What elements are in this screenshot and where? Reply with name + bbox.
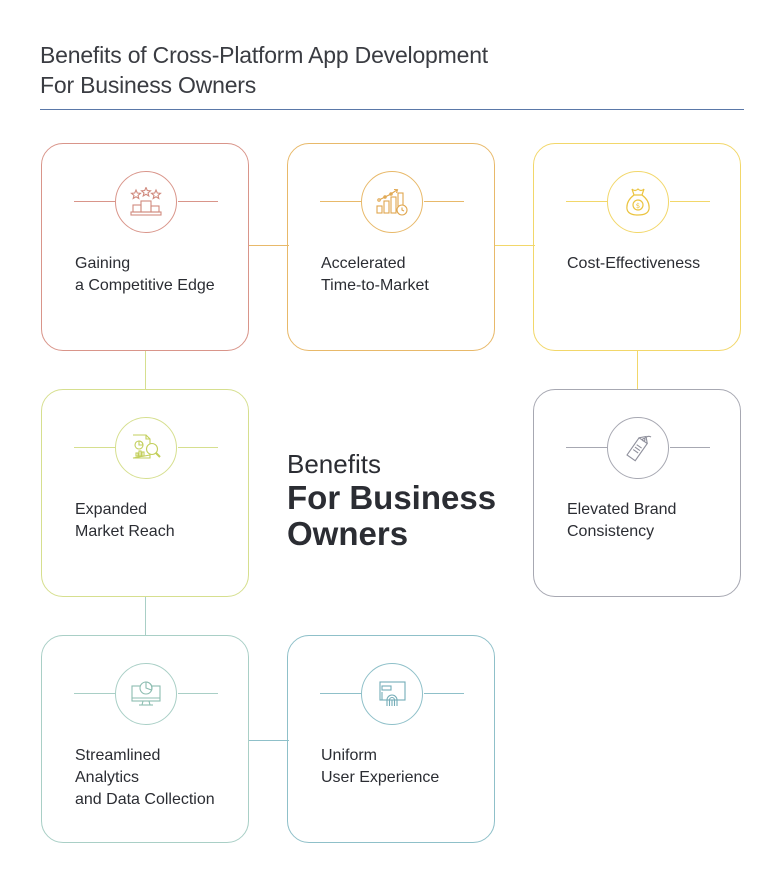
card-brand-consistency: Elevated Brand Consistency: [533, 389, 741, 597]
card-label: Accelerated Time-to-Market: [321, 255, 429, 294]
decor-line: [178, 693, 218, 695]
card-label: Elevated Brand Consistency: [567, 501, 677, 540]
card-competitive-edge: Gaining a Competitive Edge: [41, 143, 249, 351]
page-title: Benefits of Cross-Platform App Developme…: [40, 40, 488, 100]
title-line-1: Benefits of Cross-Platform App Developme…: [40, 42, 488, 68]
money-bag-icon: $: [607, 171, 669, 233]
decor-line: [424, 201, 464, 203]
monitor-pie-chart-icon: [115, 663, 177, 725]
decor-line: [178, 201, 218, 203]
connector-2-3: [495, 245, 535, 247]
card-analytics: Streamlined Analytics and Data Collectio…: [41, 635, 249, 843]
decor-line: [178, 447, 218, 449]
growth-chart-clock-icon: [361, 171, 423, 233]
center-heading-line-3: Owners: [287, 515, 409, 552]
touch-screen-icon: [361, 663, 423, 725]
card-label: Cost-Effectiveness: [567, 255, 701, 272]
decor-line: [424, 693, 464, 695]
connector-3-5: [637, 351, 639, 390]
card-label: Streamlined Analytics and Data Collectio…: [75, 747, 215, 808]
decor-line: [74, 201, 116, 203]
report-magnifier-icon: [115, 417, 177, 479]
connector-1-4: [145, 351, 147, 390]
card-time-to-market: Accelerated Time-to-Market: [287, 143, 495, 351]
connector-1-2: [249, 245, 289, 247]
podium-stars-icon: [115, 171, 177, 233]
connector-6-7: [249, 740, 289, 742]
price-tag-icon: [607, 417, 669, 479]
card-label: Expanded Market Reach: [75, 501, 175, 540]
card-cost-effectiveness: $ Cost-Effectiveness: [533, 143, 741, 351]
card-user-experience: Uniform User Experience: [287, 635, 495, 843]
card-label: Uniform User Experience: [321, 747, 440, 786]
title-divider: [40, 109, 744, 110]
decor-line: [670, 447, 710, 449]
card-label: Gaining a Competitive Edge: [75, 255, 215, 294]
center-heading: Benefits For Business Owners: [287, 448, 496, 552]
center-heading-line-1: Benefits: [287, 449, 381, 479]
decor-line: [320, 201, 362, 203]
decor-line: [74, 447, 116, 449]
decor-line: [566, 447, 608, 449]
decor-line: [670, 201, 710, 203]
card-market-reach: Expanded Market Reach: [41, 389, 249, 597]
decor-line: [74, 693, 116, 695]
decor-line: [566, 201, 608, 203]
decor-line: [320, 693, 362, 695]
title-line-2: For Business Owners: [40, 72, 257, 98]
svg-text:$: $: [636, 202, 640, 210]
center-heading-line-2: For Business: [287, 479, 497, 516]
connector-4-6: [145, 597, 147, 636]
